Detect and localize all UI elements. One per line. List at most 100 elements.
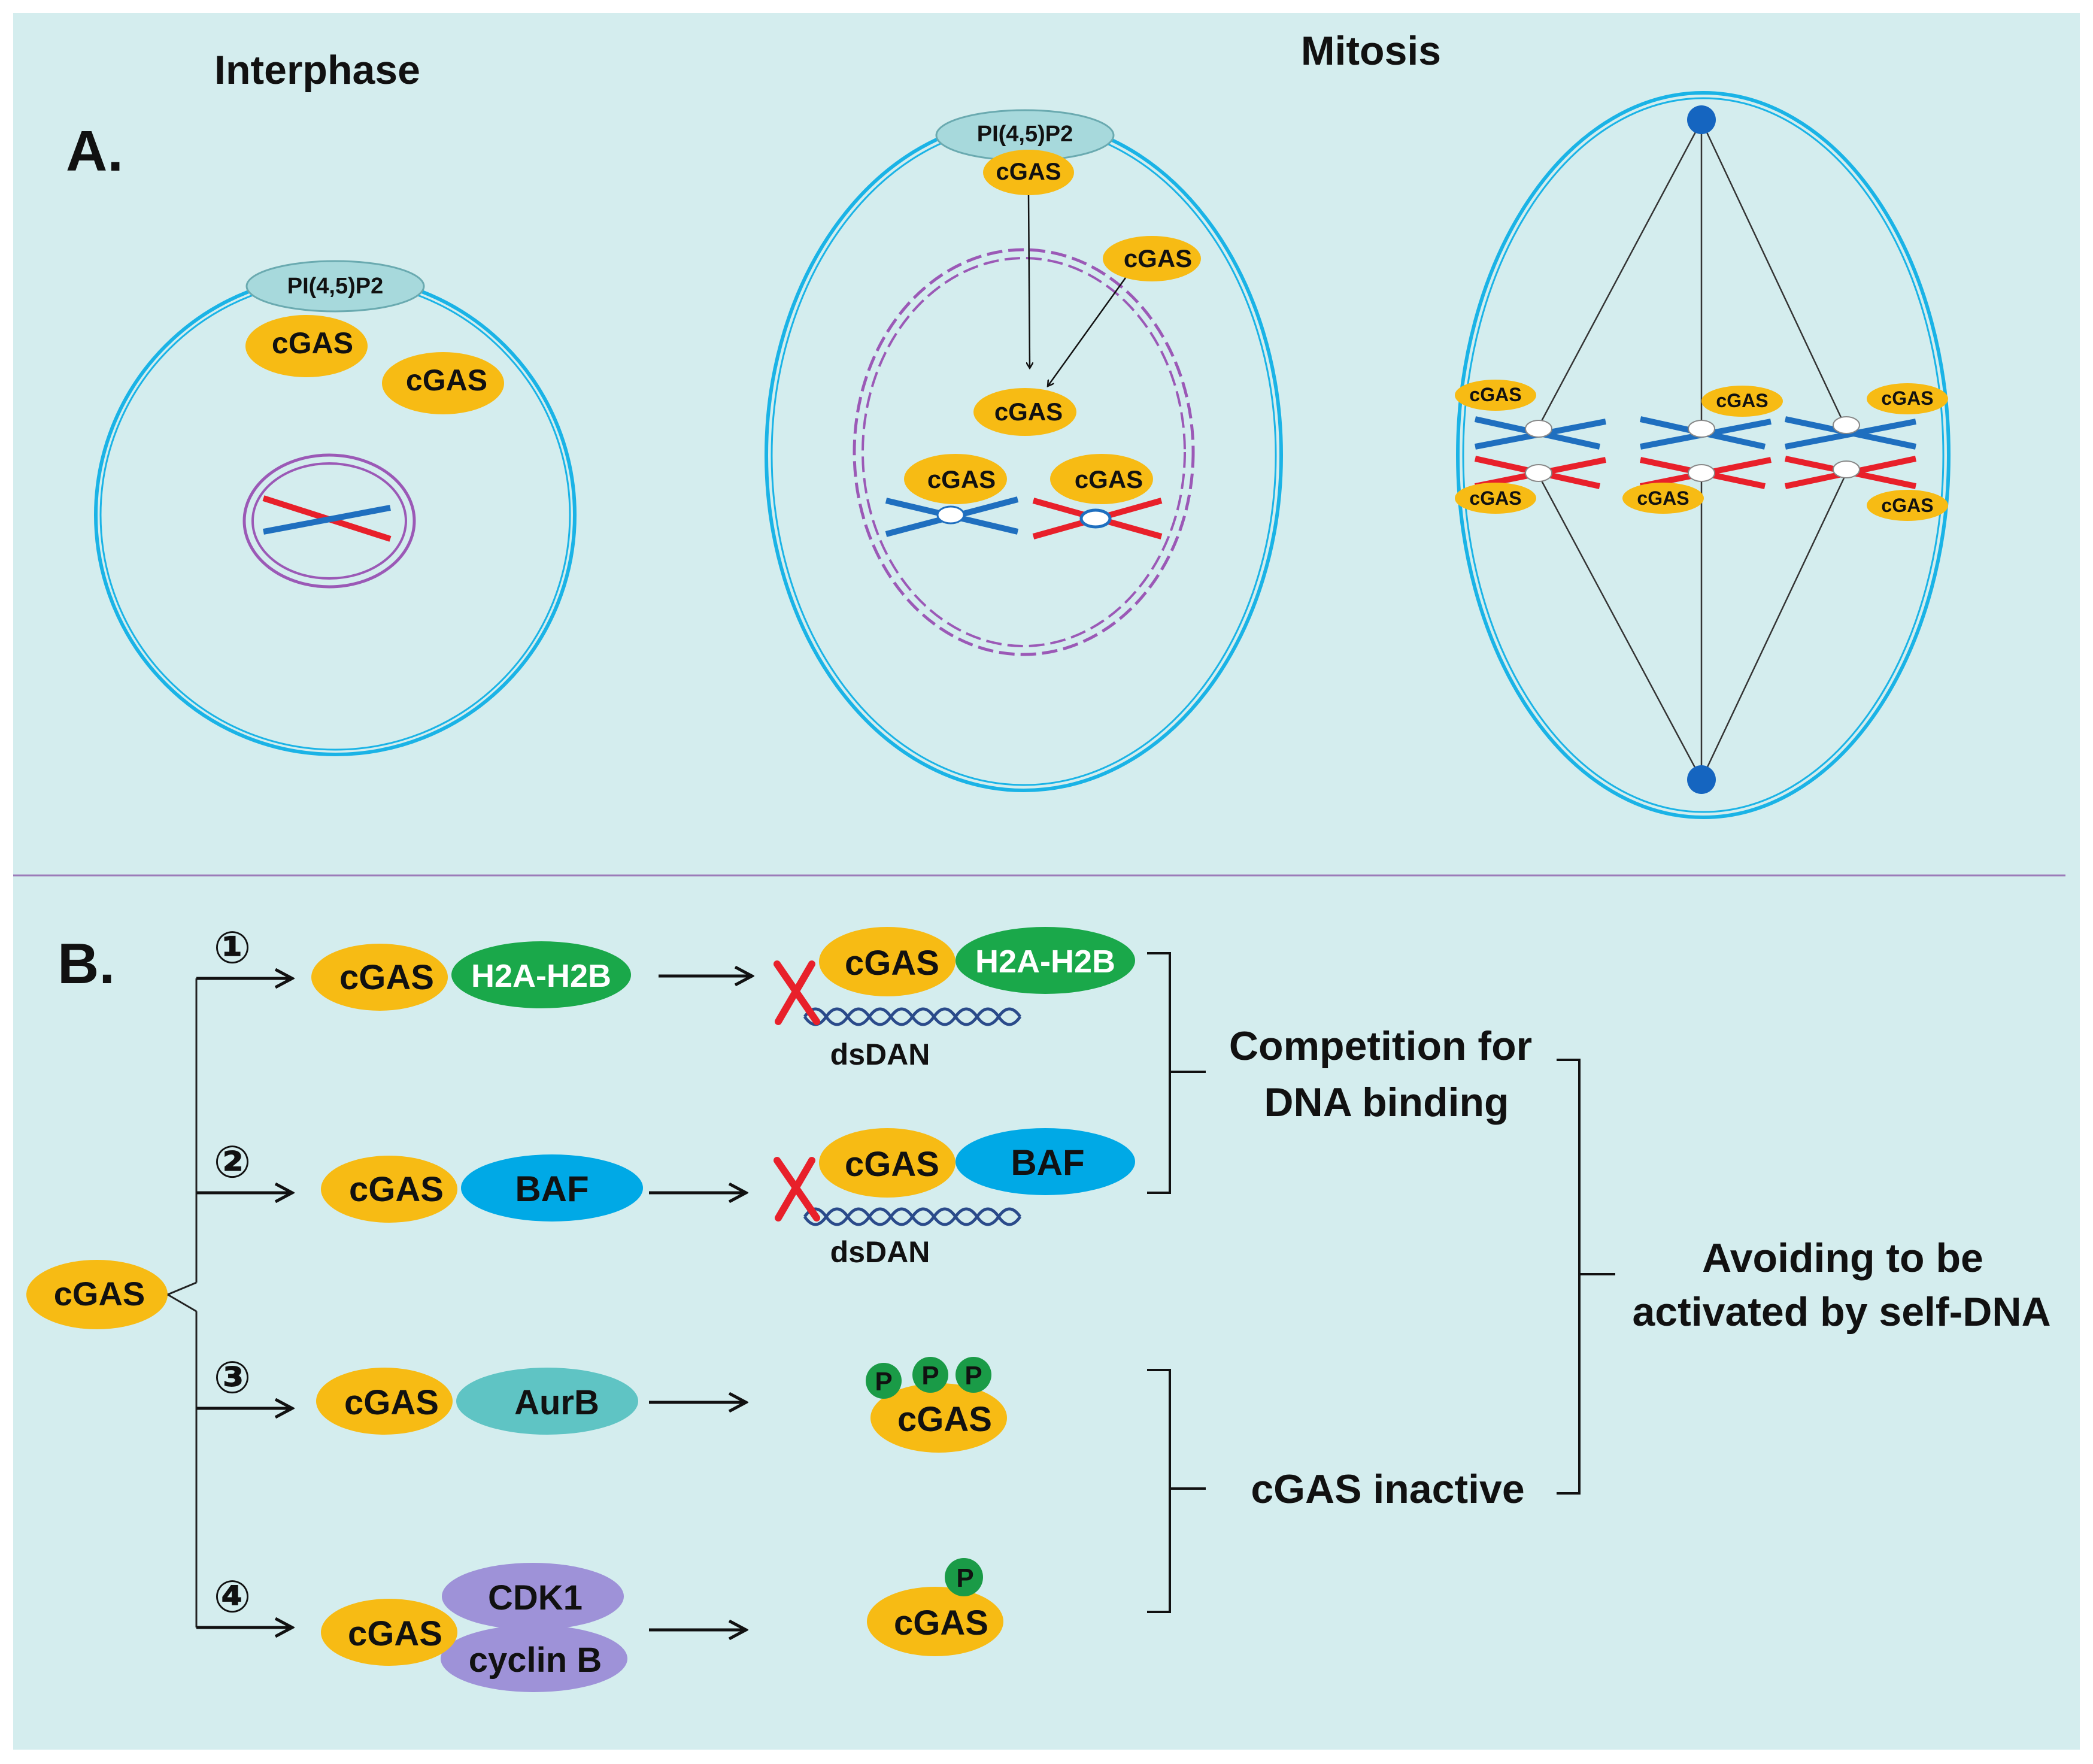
cgas-label: cGAS: [894, 1604, 988, 1642]
cgas-source-protein: [26, 1260, 168, 1329]
cgas-label: cGAS: [845, 944, 939, 983]
centromere: [1833, 460, 1860, 478]
dsdna-label: dsDAN: [830, 1038, 930, 1071]
cgas-protein: [1050, 454, 1153, 504]
phosphate-group: [945, 1558, 983, 1596]
metaphase-cell: cGAS cGAS cGAS cGAS cGAS cGAS: [1455, 91, 1951, 819]
centromere: [936, 505, 965, 525]
cgas-label: cGAS: [1637, 487, 1689, 509]
nucleus-envelope-inner: [251, 462, 407, 580]
panel-b: B. cGAS ① ② ③ ④ cGAS H2A-H2B c: [26, 923, 2051, 1692]
cgas-label: cGAS: [927, 465, 996, 493]
phosphate-label: P: [921, 1361, 939, 1390]
cgas-label: cGAS: [272, 326, 353, 360]
cgas-protein: [245, 315, 368, 377]
heading-mitosis: Mitosis: [1301, 28, 1441, 74]
cgas-protein: [1867, 490, 1948, 521]
cgas-protein: [321, 1599, 457, 1666]
phosphate-label: P: [875, 1367, 892, 1396]
centrosome: [1687, 765, 1716, 794]
nucleus-envelope: [242, 453, 416, 589]
cyclin-b-protein: [441, 1625, 627, 1692]
cgas-label: cGAS: [339, 958, 434, 997]
phosphate-label: P: [956, 1563, 973, 1593]
translocation-arrow: [1048, 277, 1127, 386]
histone-label: H2A-H2B: [471, 958, 611, 994]
baf-protein: [461, 1154, 643, 1222]
cgas-label: cGAS: [344, 1383, 439, 1422]
baf-label: BAF: [1011, 1142, 1084, 1183]
cgas-label: cGAS: [1881, 387, 1933, 409]
outcome-final-line2: activated by self-DNA: [1632, 1289, 2050, 1335]
centromere: [1688, 420, 1715, 438]
cdk1-label: CDK1: [488, 1578, 583, 1617]
cgas-label: cGAS: [1469, 384, 1521, 405]
dsdna-label: dsDAN: [830, 1235, 930, 1269]
outcome-final-line1: Avoiding to be: [1702, 1235, 1983, 1281]
outcome-competition-line1: Competition for: [1229, 1023, 1532, 1069]
cgas-label: cGAS: [1075, 465, 1143, 493]
histone-complex: [956, 927, 1135, 994]
cgas-label: cGAS: [348, 1614, 442, 1653]
translocation-arrow: [1029, 195, 1030, 368]
bracket-final: [1557, 1059, 1615, 1495]
cgas-protein: [1622, 483, 1704, 514]
cgas-protein: [311, 944, 448, 1011]
bracket-competition: [1147, 952, 1206, 1194]
pathway-branches: [167, 978, 198, 1627]
pathway-arrows: [196, 978, 292, 1627]
cgas-protein: [867, 1587, 1003, 1656]
cgas-protein: [1867, 383, 1948, 414]
nucleus-envelope-breakdown: [853, 248, 1195, 656]
cgas-protein: [973, 388, 1076, 436]
pathway-number: ③: [214, 1353, 251, 1402]
cgas-protein: [1701, 386, 1783, 417]
cgas-protein: [321, 1156, 457, 1223]
cgas-source-label: cGAS: [54, 1275, 145, 1313]
dsdna-helix: [803, 1207, 1022, 1226]
histone-complex: [451, 941, 631, 1008]
cgas-protein: [983, 150, 1074, 195]
pathway-1: cGAS H2A-H2B cGAS H2A-H2B dsDAN: [311, 927, 1135, 1071]
pathway-2: cGAS BAF cGAS BAF dsDAN: [321, 1128, 1135, 1269]
outcome-competition-line2: DNA binding: [1264, 1080, 1509, 1125]
aurb-kinase: [456, 1368, 638, 1435]
panel-a: A. Interphase Mitosis PI(4,5)P2 cGAS cGA…: [66, 28, 1951, 819]
chromosome-blue: [263, 505, 391, 535]
pathway-3: cGAS AurB cGAS P P P: [316, 1357, 1007, 1453]
centromere: [1525, 420, 1552, 438]
outcome-inactive: cGAS inactive: [1251, 1466, 1524, 1512]
cgas-label: cGAS: [996, 159, 1061, 185]
blocked-cross-icon: [774, 1157, 820, 1222]
cgas-protein: [1455, 483, 1536, 514]
phosphate-group: [912, 1357, 948, 1393]
cgas-label: cGAS: [1716, 390, 1768, 411]
aurb-label: AurB: [514, 1383, 599, 1422]
blocked-cross-icon: [774, 960, 820, 1025]
cgas-protein: [1103, 236, 1201, 281]
cyclin-b-label: cyclin B: [469, 1641, 602, 1680]
pathway-number: ②: [214, 1137, 251, 1187]
dsdna-helix: [803, 1007, 1022, 1026]
centromere: [1079, 508, 1112, 529]
phosphate-label: P: [964, 1361, 982, 1390]
baf-protein: [956, 1128, 1135, 1195]
panel-b-label: B.: [57, 932, 115, 996]
nucleus-envelope-breakdown-inner: [862, 257, 1186, 647]
prophase-cell: PI(4,5)P2 cGAS cGAS cGAS cGAS cGAS: [765, 109, 1283, 792]
heading-interphase: Interphase: [214, 47, 420, 93]
histone-label: H2A-H2B: [975, 944, 1115, 980]
cgas-protein: [904, 454, 1007, 504]
chromosome-blue: [1785, 419, 1916, 450]
baf-label: BAF: [515, 1169, 589, 1209]
cgas-protein: [382, 352, 504, 414]
cgas-label: cGAS: [1124, 244, 1192, 272]
phosphate-group: [866, 1363, 902, 1399]
centromere: [1688, 464, 1715, 482]
cgas-label: cGAS: [994, 398, 1063, 426]
cgas-protein: [819, 1128, 956, 1198]
cgas-label: cGAS: [1469, 487, 1521, 509]
phosphate-group: [956, 1357, 991, 1393]
spindle-fibers: [1536, 120, 1848, 780]
cgas-protein: [1455, 380, 1536, 411]
